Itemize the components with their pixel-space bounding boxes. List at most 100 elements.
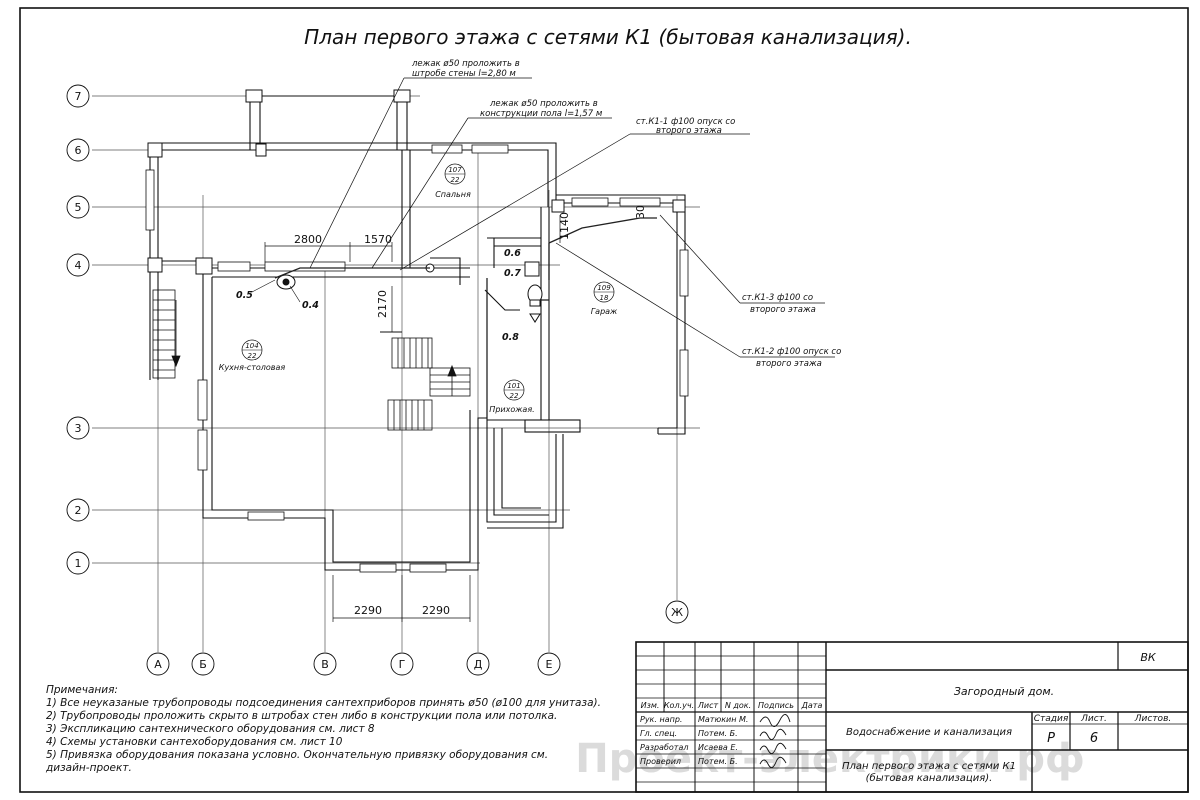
dimension-lines	[264, 215, 561, 622]
wall-bedroom-top-outer	[402, 142, 557, 207]
window-axis-b-1	[197, 379, 208, 421]
axis-marker-g	[390, 652, 414, 676]
dim-1140: 1140	[558, 212, 571, 240]
axis-marker-2	[66, 498, 90, 522]
fixtures	[276, 261, 543, 323]
partition-hall-1	[430, 257, 461, 285]
leader-3-line2: второго этажа	[656, 126, 722, 136]
axis-label-zh: Ж	[671, 606, 683, 619]
axis-label-3: 3	[75, 422, 82, 435]
stair-flight-3	[387, 399, 433, 431]
tb-col-izm: Изм.	[641, 701, 660, 710]
porch-step	[487, 434, 564, 529]
leader-5-line2: второго этажа	[756, 359, 822, 369]
column-7b	[393, 89, 411, 103]
room-garage-area: 18	[600, 294, 609, 302]
tb-col-ndok: N док.	[725, 701, 751, 710]
kitchen-sink-drain	[282, 278, 290, 286]
axis-marker-d	[466, 652, 490, 676]
watermark: Проект-электрики.рф	[575, 736, 1084, 782]
tb-name-4: Потем. Б.	[698, 757, 738, 766]
window-axis2	[247, 511, 285, 521]
note-3: 3) Экспликацию сантехнического оборудова…	[46, 723, 375, 735]
leader-5-line1: ст.К1-2 ф100 опуск со	[742, 347, 841, 357]
dimension-texts: 2800 1570 2170 1140 30 2290 2290	[294, 205, 647, 617]
window-garage-3	[679, 249, 689, 297]
title-block-text: ВК Загородный дом. Водоснабжение и канал…	[640, 651, 1171, 784]
tb-stage-label: Стадия	[1034, 714, 1069, 724]
porch-inner-2	[501, 428, 541, 509]
leader-5	[555, 242, 741, 358]
room-garage: 109 18 Гараж	[591, 281, 618, 316]
signatures	[759, 714, 791, 768]
stairs	[152, 289, 471, 431]
porch-canopy	[524, 419, 581, 433]
tb-sheet-title-1: План первого этажа с сетями К1	[842, 761, 1016, 772]
axis-label-e: Е	[546, 658, 553, 671]
notes-heading: Примечания:	[46, 684, 118, 696]
leader-2-line2: конструкции пола l=1,57 м	[480, 109, 603, 119]
column-6b	[255, 143, 267, 157]
window-garage-4	[679, 349, 689, 397]
room-garage-num: 109	[597, 284, 611, 292]
column-4b	[195, 257, 213, 275]
window-garage-1	[571, 197, 609, 207]
window-axis4-2	[264, 261, 346, 272]
window-bedroom-1	[431, 144, 463, 154]
axis-marker-1	[66, 551, 90, 575]
dim-2290-right: 2290	[422, 604, 450, 617]
signature-3	[759, 742, 787, 754]
wall-kitchen-inner	[211, 277, 471, 563]
fixture-tags: 0.5 0.4 0.6 0.7 0.8	[236, 248, 521, 343]
drawing-title: План первого этажа с сетями К1 (бытовая …	[304, 25, 912, 49]
washbasin	[524, 261, 540, 277]
axis-label-d: Д	[474, 658, 483, 671]
axis-marker-4	[66, 253, 90, 277]
leader-lines	[309, 77, 835, 358]
tb-stage-value: Р	[1047, 731, 1055, 746]
tag-0.7: 0.7	[504, 268, 521, 279]
axis-marker-6	[66, 138, 90, 162]
room-bedroom-name: Спальня	[435, 190, 471, 199]
room-hall-num: 101	[507, 382, 520, 390]
tb-col-podpis: Подпись	[758, 701, 794, 710]
tb-name-1: Матюкин М.	[698, 715, 748, 724]
row-axis-markers: 7 6 5 4 3 2 1	[66, 84, 90, 575]
room-kitchen-num: 104	[245, 342, 258, 350]
note-6: дизайн-проект.	[45, 762, 132, 774]
leader-3	[399, 133, 631, 271]
partition-hall-2	[484, 289, 520, 311]
tb-col-data: Дата	[801, 701, 823, 710]
floor-drain	[529, 313, 541, 323]
window-axis1-1	[359, 563, 397, 573]
tb-sheet-label: Лист.	[1080, 714, 1107, 724]
tag-0.5-kitchen: 0.5	[236, 290, 253, 301]
wall-garage-outer	[556, 194, 686, 435]
tb-section: Водоснабжение и канализация	[846, 726, 1012, 738]
axis-marker-zh	[665, 600, 689, 624]
window-axis1-2	[409, 563, 447, 573]
dim-1570: 1570	[364, 233, 392, 246]
leader-labels: лежак ø50 проложить в штробе стены l=2,8…	[411, 59, 841, 369]
tag-0.6: 0.6	[504, 248, 521, 259]
column-4a	[147, 257, 163, 273]
room-bedroom: 107 22 Спальня	[435, 163, 471, 199]
dim-2170: 2170	[376, 290, 389, 318]
window-axis4-1	[217, 261, 251, 272]
tb-sheet-value: 6	[1090, 731, 1098, 746]
sewage-pipes	[274, 217, 657, 301]
windows	[145, 144, 689, 573]
dim-30: 30	[634, 205, 647, 219]
leader-1	[309, 77, 405, 269]
leader-3-line1: ст.К1-1 ф100 опуск со	[636, 117, 735, 127]
columns	[147, 89, 686, 275]
axis-label-g: Г	[399, 658, 406, 671]
note-4: 4) Схемы установки сантехоборудования см…	[46, 736, 343, 748]
dim-2290-left: 2290	[354, 604, 382, 617]
toilet-tank	[529, 299, 541, 307]
note-1: 1) Все неуказаные трубопроводы подсоедин…	[46, 697, 601, 709]
column-6a	[147, 142, 163, 158]
signature-1	[759, 714, 791, 727]
tag-0.8: 0.8	[502, 332, 519, 343]
